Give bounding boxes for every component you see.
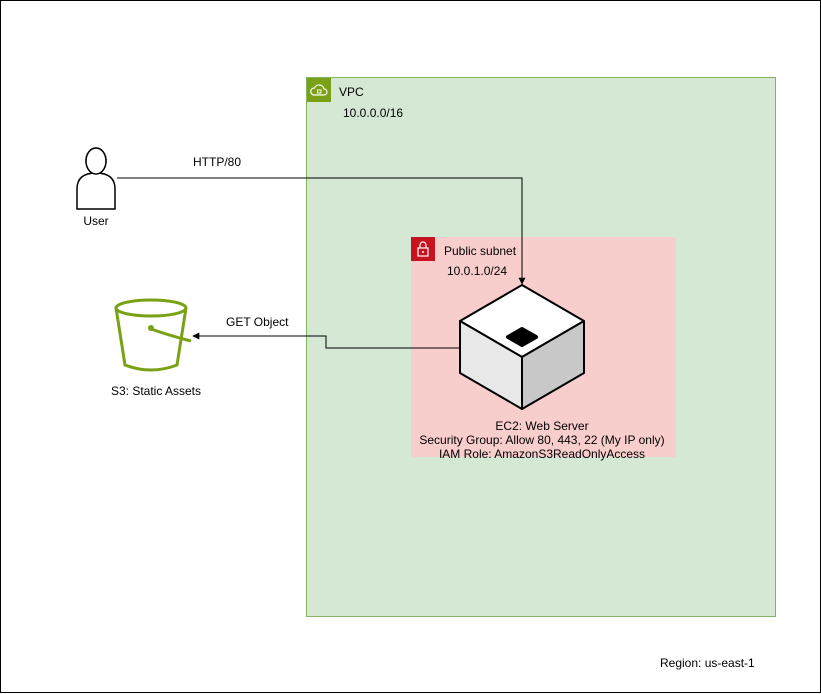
ec2-instance-icon[interactable]: [459, 284, 585, 410]
subnet-cidr: 10.0.1.0/24: [447, 264, 508, 278]
subnet-title: Public subnet: [444, 244, 517, 258]
ec2-name: EC2: Web Server: [495, 419, 589, 433]
s3-label: S3: Static Assets: [110, 384, 202, 398]
user-icon[interactable]: [76, 147, 116, 210]
get-object-edge[interactable]: [192, 332, 460, 349]
vpc-cidr: 10.0.0.0/16: [343, 106, 404, 120]
user-label: User: [83, 214, 109, 228]
http-edge[interactable]: [117, 177, 526, 285]
vpc-title: VPC: [339, 85, 364, 99]
ec2-iam-role: IAM Role: AmazonS3ReadOnlyAccess: [438, 447, 646, 461]
ec2-label-group: EC2: Web Server Security Group: Allow 80…: [396, 419, 688, 461]
region-label: Region: us-east-1: [660, 656, 755, 670]
http-edge-label: HTTP/80: [193, 155, 242, 169]
subnet-lock-icon: [411, 237, 435, 261]
get-object-edge-label: GET Object: [226, 315, 289, 329]
s3-bucket-icon[interactable]: [114, 298, 192, 372]
vpc-cloud-icon: [307, 78, 331, 102]
ec2-security-group: Security Group: Allow 80, 443, 22 (My IP…: [419, 433, 665, 447]
